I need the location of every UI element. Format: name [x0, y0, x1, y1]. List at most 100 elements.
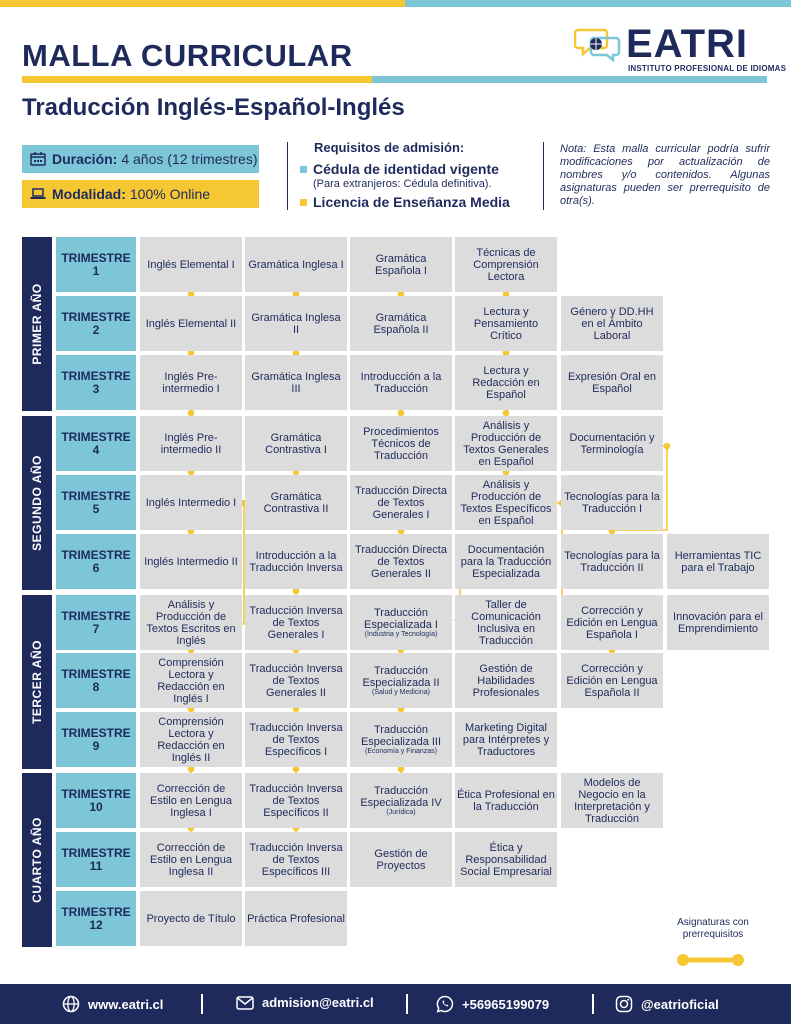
footer-divider — [201, 994, 203, 1014]
subject-cell: Gestión de Proyectos — [350, 832, 452, 887]
subject-cell: Innovación para el Emprendimiento — [667, 595, 769, 650]
requirements-title: Requisitos de admisión: — [314, 140, 465, 155]
requirement-1-text: Cédula de identidad vigente — [313, 161, 499, 177]
subject-cell: Lectura y Redacción en Español — [455, 355, 557, 410]
subject-cell: Inglés Intermedio I — [140, 475, 242, 530]
subject-cell: Comprensión Lectora y Redacción en Inglé… — [140, 712, 242, 767]
subject-cell: Gramática Española II — [350, 296, 452, 351]
subject-cell: Comprensión Lectora y Redacción en Inglé… — [140, 653, 242, 708]
year-label-1: PRIMER AÑO — [22, 237, 52, 411]
subject-cell: Gramática Española I — [350, 237, 452, 292]
subject-cell: Inglés Intermedio II — [140, 534, 242, 589]
modality-label: Modalidad: — [52, 186, 126, 202]
logo-wordmark: EATRI — [626, 22, 749, 66]
page-subtitle: Traducción Inglés-Español-Inglés — [22, 94, 405, 121]
divider-2 — [543, 142, 544, 210]
subject-cell: Análisis y Producción de Textos Específi… — [455, 475, 557, 530]
square-bullet-icon — [300, 198, 307, 206]
footer-instagram-text: @eatrioficial — [641, 996, 719, 1012]
title-underline-yellow — [22, 76, 372, 83]
logo-subtitle: INSTITUTO PROFESIONAL DE IDIOMAS — [628, 64, 787, 73]
globe-icon — [62, 995, 80, 1013]
footer-divider — [592, 994, 594, 1014]
requirement-1-note: (Para extranjeros: Cédula definitiva). — [313, 178, 492, 190]
subject-cell: Documentación y Terminología — [561, 416, 663, 471]
square-bullet-icon — [300, 165, 307, 173]
subject-cell: Traducción Especializada II(Salud y Medi… — [350, 653, 452, 708]
subject-cell: Técnicas de Comprensión Lectora — [455, 237, 557, 292]
instagram-icon — [615, 995, 633, 1013]
duration-box: Duración: 4 años (12 trimestres) — [22, 145, 259, 173]
subject-cell: Marketing Digital para Intérpretes y Tra… — [455, 712, 557, 767]
requirement-2-text: Licencia de Enseñanza Media — [313, 194, 510, 210]
year-label-2: SEGUNDO AÑO — [22, 416, 52, 590]
subject-cell: Traducción Inversa de Textos Específicos… — [245, 773, 347, 828]
calendar-icon — [30, 152, 46, 166]
subject-cell: Traducción Directa de Textos Generales I — [350, 475, 452, 530]
duration-label: Duración: — [52, 151, 118, 167]
subject-cell: Gramática Contrastiva II — [245, 475, 347, 530]
mail-icon — [236, 995, 254, 1010]
subject-cell: Corrección de Estilo en Lengua Inglesa I — [140, 773, 242, 828]
footer-email-text: admision@eatri.cl — [262, 995, 374, 1010]
page-title: MALLA CURRICULAR — [22, 38, 353, 73]
subject-cell: Procedimientos Técnicos de Traducción — [350, 416, 452, 471]
footer-phone-text: +56965199079 — [462, 996, 550, 1012]
subject-cell: Documentación para la Traducción Especia… — [455, 534, 557, 589]
footer-whatsapp-link[interactable]: +56965199079 — [436, 995, 549, 1013]
footer-instagram-link[interactable]: @eatrioficial — [615, 995, 719, 1013]
subject-cell: Introducción a la Traducción Inversa — [245, 534, 347, 589]
subject-cell: Inglés Elemental I — [140, 237, 242, 292]
subject-cell: Gramática Inglesa I — [245, 237, 347, 292]
subject-cell: Traducción Inversa de Textos Específicos… — [245, 832, 347, 887]
subject-cell: Gramática Contrastiva I — [245, 416, 347, 471]
subject-cell: Inglés Elemental II — [140, 296, 242, 351]
subject-cell: Género y DD.HH en el Ámbito Laboral — [561, 296, 663, 351]
subject-cell: Traducción Inversa de Textos Generales I… — [245, 653, 347, 708]
title-underline-cyan — [372, 76, 767, 83]
subject-cell: Gramática Inglesa III — [245, 355, 347, 410]
subject-cell: Práctica Profesional — [245, 891, 347, 946]
top-accent-yellow — [0, 0, 405, 7]
footer-website-link[interactable]: www.eatri.cl — [62, 995, 163, 1013]
subject-cell: Ética y Responsabilidad Social Empresari… — [455, 832, 557, 887]
subject-cell: Análisis y Producción de Textos Generale… — [455, 416, 557, 471]
top-accent-cyan — [405, 0, 791, 7]
modality-value: 100% Online — [129, 186, 211, 202]
subject-cell: Traducción Inversa de Textos Específicos… — [245, 712, 347, 767]
chat-globe-logo-icon — [574, 28, 621, 62]
duration-value: 4 años (12 trimestres) — [121, 151, 258, 167]
requirement-high-school: Licencia de Enseñanza Media — [300, 194, 510, 210]
year-label-4: CUARTO AÑO — [22, 773, 52, 947]
laptop-icon — [30, 188, 46, 199]
subject-cell: Lectura y Pensamiento Crítico — [455, 296, 557, 351]
subject-cell: Traducción Especializada IV(Jurídica) — [350, 773, 452, 828]
subject-cell: Tecnologías para la Traducción I — [561, 475, 663, 530]
subject-cell: Expresión Oral en Español — [561, 355, 663, 410]
subject-cell: Modelos de Negocio en la Interpretación … — [561, 773, 663, 828]
subject-cell: Traducción Especializada III(Economía y … — [350, 712, 452, 767]
subject-cell: Traducción Especializada I(Industria y T… — [350, 595, 452, 650]
footer-bar — [0, 984, 791, 1024]
subject-cell: Corrección y Edición en Lengua Española … — [561, 595, 663, 650]
subject-cell: Ética Profesional en la Traducción — [455, 773, 557, 828]
subject-cell: Gestión de Habilidades Profesionales — [455, 653, 557, 708]
footer-website-text: www.eatri.cl — [88, 996, 164, 1012]
curriculum-note: Nota: Esta malla curricular podría sufri… — [560, 143, 770, 207]
subject-cell: Introducción a la Traducción — [350, 355, 452, 410]
subject-cell: Inglés Pre-intermedio I — [140, 355, 242, 410]
footer-email-link[interactable]: admision@eatri.cl — [236, 995, 374, 1010]
subject-cell: Herramientas TIC para el Trabajo — [667, 534, 769, 589]
legend-connector-icon — [677, 954, 744, 966]
subject-cell: Análisis y Producción de Textos Escritos… — [140, 595, 242, 650]
divider-1 — [287, 142, 288, 210]
subject-cell: Tecnologías para la Traducción II — [561, 534, 663, 589]
